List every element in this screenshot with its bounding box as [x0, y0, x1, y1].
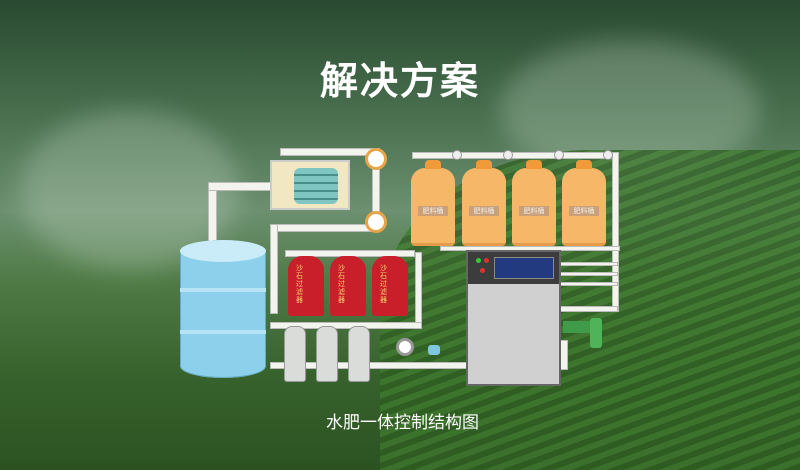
pipe: [208, 182, 274, 191]
valve-icon: [452, 150, 462, 160]
mesh-filter: [316, 326, 338, 382]
page-title: 解决方案: [319, 59, 480, 103]
fertilizer-tank: 肥料桶: [411, 160, 455, 246]
status-led: [476, 258, 481, 263]
valve-icon: [503, 150, 513, 160]
status-led: [484, 258, 489, 263]
diagram-caption: 水肥一体控制结构图: [326, 413, 479, 433]
filter-label: 沙石过滤器: [380, 264, 387, 304]
pipe: [560, 306, 618, 312]
tank-label: 肥料桶: [418, 206, 448, 216]
tank-label: 肥料桶: [569, 206, 599, 216]
fertilizer-tank: 肥料桶: [512, 160, 556, 246]
pipe: [270, 322, 422, 329]
water-meter-icon: [428, 345, 440, 355]
pump-motor: [270, 160, 350, 210]
pipe: [560, 272, 618, 276]
pipe: [270, 224, 380, 232]
control-screen: [494, 257, 554, 279]
water-barrel: [180, 240, 266, 378]
pipe: [612, 152, 619, 312]
irrigation-outlet: [563, 321, 593, 333]
pressure-gauge-icon: [396, 338, 414, 356]
filter-label: 沙石过滤器: [338, 264, 345, 304]
sand-filter: 沙石过滤器: [330, 256, 366, 316]
filter-label: 沙石过滤器: [296, 264, 303, 304]
tank-label: 肥料桶: [469, 206, 499, 216]
drip-emitter-icon: [590, 318, 602, 348]
pipe: [560, 282, 618, 286]
valve-icon: [603, 150, 613, 160]
pipe: [270, 224, 278, 314]
pressure-gauge-icon: [365, 211, 387, 233]
fertilizer-tank: 肥料桶: [562, 160, 606, 246]
sand-filter: 沙石过滤器: [372, 256, 408, 316]
fertilizer-tank: 肥料桶: [462, 160, 506, 246]
pressure-gauge-icon: [365, 148, 387, 170]
status-led: [480, 268, 485, 273]
pipe: [560, 262, 618, 266]
valve-icon: [554, 150, 564, 160]
pipe: [415, 252, 422, 324]
pipe: [560, 340, 568, 370]
control-cabinet: [466, 250, 561, 386]
mesh-filter: [348, 326, 370, 382]
mesh-filter: [284, 326, 306, 382]
tank-label: 肥料桶: [519, 206, 549, 216]
sand-filter: 沙石过滤器: [288, 256, 324, 316]
